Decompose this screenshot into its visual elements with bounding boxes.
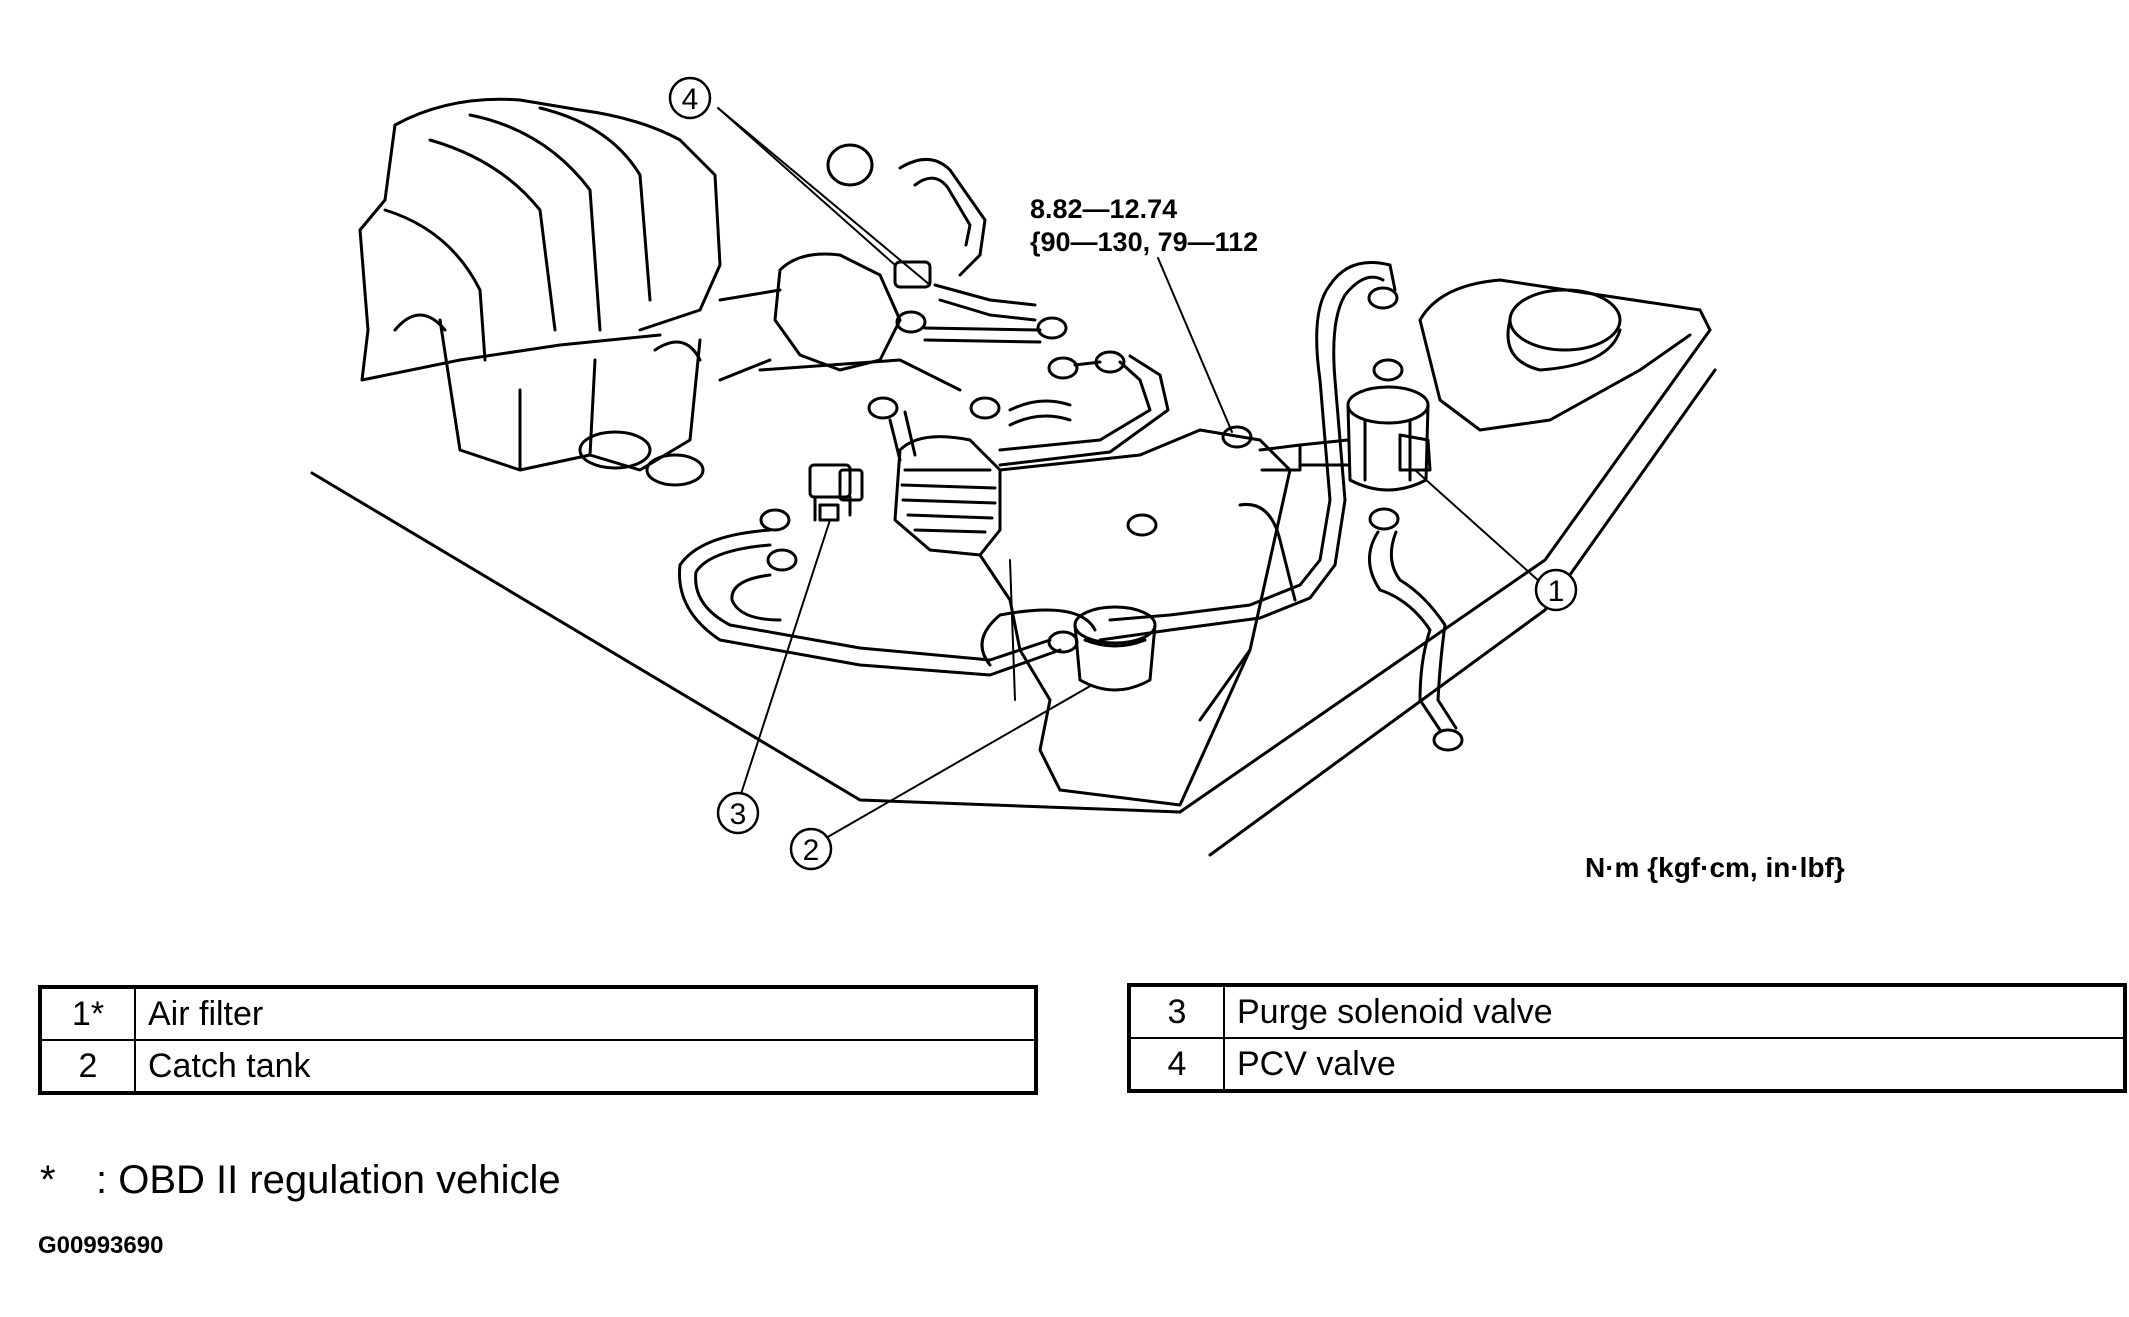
hose-clamps [759,286,1464,752]
legend-label: Purge solenoid valve [1223,984,2126,1039]
legend-number: 2 [39,1039,136,1094]
parts-legend-left: 1* Air filter 2 Catch tank [38,985,1038,1095]
callout-4: 4 [668,76,712,120]
pcv-hose [893,158,1037,322]
figure-id: G00993690 [38,1232,164,1259]
callout-3: 3 [716,791,760,835]
callouts: 4 1 3 2 [668,76,1578,871]
callout-4-number: 4 [682,83,699,116]
parts-legend-right: 3 Purge solenoid valve 4 PCV valve [1127,983,2127,1093]
legend-row: 3 Purge solenoid valve [1128,984,2126,1039]
legend-number: 3 [1128,984,1225,1039]
legend-row: 2 Catch tank [39,1039,1037,1094]
legend-label: PCV valve [1223,1037,2126,1092]
right-side-component [1418,278,1712,432]
footnote: * : OBD II regulation vehicle [40,1158,561,1203]
intake-manifold [358,97,722,487]
air-intake-duct [893,428,1292,807]
catch-tank-shape [1073,605,1157,692]
body-floor-outline [310,328,1717,857]
air-filter-shape [1258,385,1432,492]
legend-label: Air filter [134,986,1037,1041]
torque-spec-line2: {90—130, 79—112 [1030,227,1258,257]
leader-lines [717,107,1541,847]
torque-spec-line1: 8.82—12.74 [1030,194,1177,224]
legend-number: 1* [39,986,136,1041]
callout-3-number: 3 [730,798,747,831]
air-filter-drain-hose [1368,530,1458,732]
callout-1: 1 [1534,568,1578,612]
purge-solenoid-valve-shape [808,463,864,522]
callout-2: 2 [789,827,833,871]
throttle-body [718,143,962,392]
footnote-text: : OBD II regulation vehicle [96,1158,561,1202]
legend-row: 4 PCV valve [1128,1037,2126,1092]
callout-1-number: 1 [1548,575,1565,608]
engine-emission-hose-diagram: 4 1 3 2 8.82—12.74 {90—130, 79—112 [310,76,1717,871]
torque-units-label: N·m {kgf·cm, in·lbf} [1585,852,1845,883]
short-hoses [888,326,1170,467]
legend-number: 4 [1128,1037,1225,1092]
vent-hoses [678,261,1397,677]
callout-2-number: 2 [803,834,820,867]
footnote-symbol: * [40,1158,56,1202]
legend-label: Catch tank [134,1039,1037,1094]
legend-row: 1* Air filter [39,986,1037,1041]
